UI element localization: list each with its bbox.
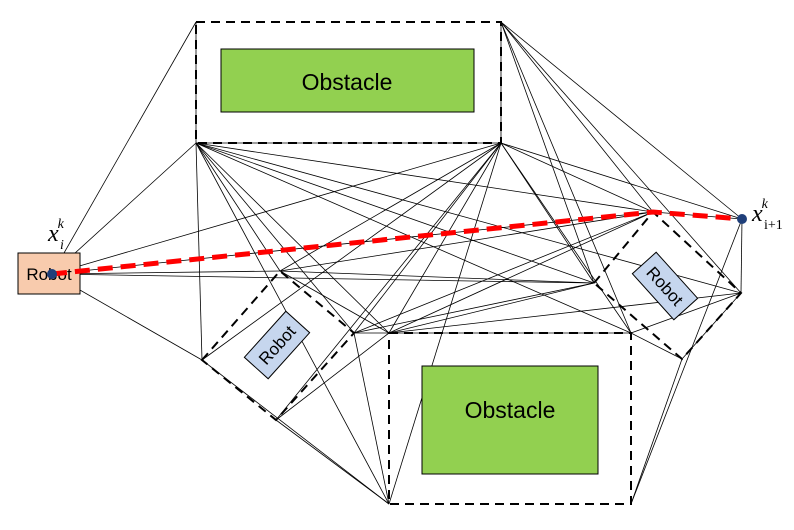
obstacle-bottom-boundary: [388, 332, 632, 505]
graph-edge: [500, 21, 632, 334]
graph-edge: [195, 142, 203, 361]
robot-right: Robot: [631, 251, 699, 321]
graph-edge: [388, 211, 654, 334]
graph-edge: [195, 142, 654, 213]
graph-edge: [279, 270, 390, 334]
graph-edge: [500, 142, 743, 220]
graph-edge: [500, 21, 743, 220]
robot-left: Robot: [243, 310, 311, 380]
graph-edge: [500, 142, 654, 213]
graph-edge: [500, 21, 654, 213]
graph-edge: [630, 332, 683, 360]
graph-edge: [195, 142, 390, 334]
obstacle-top-label: Obstacle: [302, 69, 393, 95]
graph-edge: [500, 21, 595, 284]
graph-edge: [51, 21, 197, 275]
robot-left-boundary: [200, 269, 356, 422]
graph-edge: [630, 358, 683, 505]
graph-edge: [500, 142, 632, 334]
graph-edge: [630, 218, 743, 505]
graph-edge: [195, 142, 595, 284]
graph-edge: [353, 282, 595, 334]
graph-edge: [51, 142, 197, 275]
graph-edge: [353, 211, 654, 334]
graph-edge: [275, 332, 390, 421]
graph-edge: [201, 359, 390, 505]
obstacle-top-boundary: [195, 21, 502, 144]
graph-edge: [275, 142, 502, 421]
goal-node: [737, 214, 747, 224]
graph-edge: [500, 21, 742, 294]
optimal-path: [51, 209, 743, 277]
obstacle-top: [220, 48, 475, 113]
graph-edge: [388, 142, 502, 334]
graph-edge: [279, 142, 502, 272]
graph-edge: [201, 142, 502, 361]
graph-edge: [630, 292, 742, 334]
graph-edge: [353, 142, 502, 334]
graph-edge: [195, 142, 355, 334]
graph-edge: [388, 282, 595, 334]
graph-edge: [51, 273, 595, 284]
robot-right-boundary: [592, 210, 743, 361]
graph-edge: [51, 270, 281, 275]
graph-edge: [195, 142, 632, 334]
graph-edge: [388, 142, 502, 505]
start-node: [47, 269, 57, 279]
obstacle-bottom: [421, 365, 599, 475]
graph-edge: [279, 270, 595, 284]
graph-edge: [353, 332, 390, 505]
obstacle-bottom-label: Obstacle: [465, 397, 556, 423]
graph-edge: [279, 211, 654, 272]
graph-edge: [740, 218, 743, 294]
graph-edge: [51, 142, 502, 275]
